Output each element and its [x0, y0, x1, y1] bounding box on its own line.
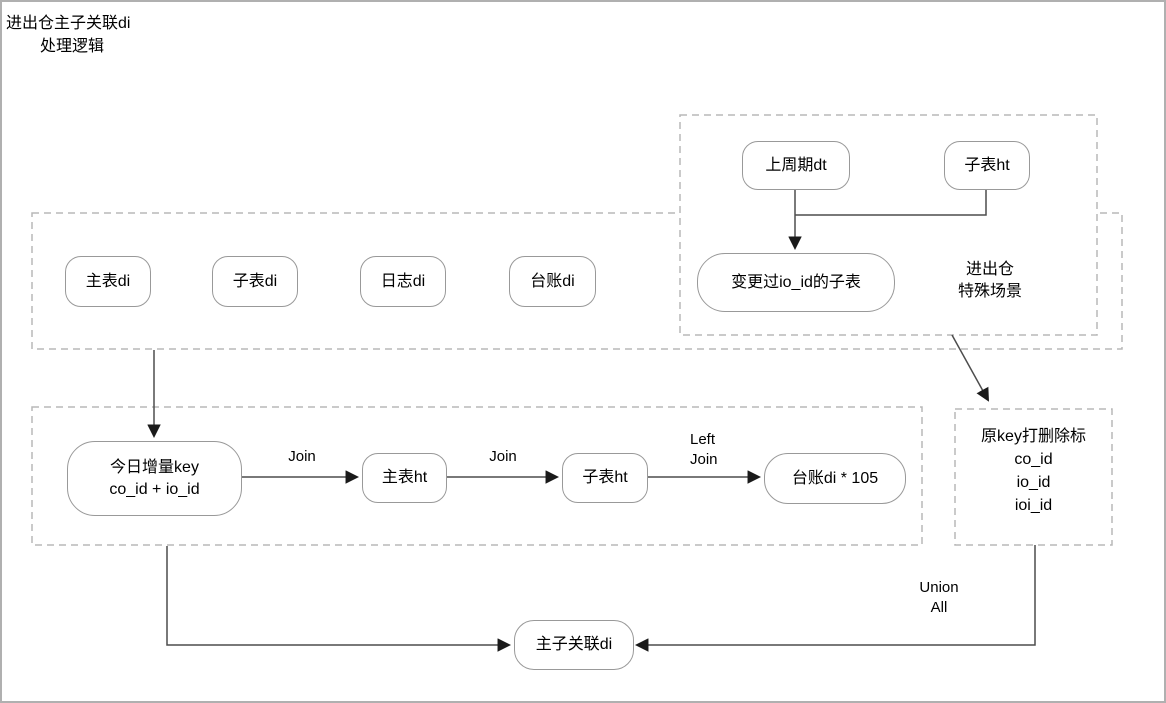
delete-mark-group-box: [954, 408, 1113, 546]
node-child-table-di: 子表di: [212, 256, 298, 307]
edge-label-left-join: Left Join: [690, 431, 718, 469]
node-log-di: 日志di: [360, 256, 446, 307]
node-ledger-di: 台账di: [509, 256, 596, 307]
edge-specialscene-to-deletemark: [951, 334, 989, 402]
node-ledger-di-105: 台账di * 105: [764, 453, 906, 504]
diagram-title-line1: 进出仓主子关联di: [6, 15, 131, 32]
edge-label-join-2: Join: [489, 448, 517, 465]
edge-deletemark-to-result: [634, 545, 1036, 652]
node-result-di: 主子关联di: [514, 620, 634, 670]
node-changed-io-id-child: 变更过io_id的子表: [697, 253, 895, 312]
node-child-table-ht: 子表ht: [562, 453, 648, 503]
special-scene-label: 进出仓 特殊场景: [957, 261, 1022, 300]
join-flow-group-box: [31, 406, 923, 546]
node-main-table-di: 主表di: [65, 256, 151, 307]
edge-flow-to-result: [166, 546, 512, 652]
edge-childht-merge: [795, 188, 987, 216]
node-today-incr-key: 今日增量key co_id + io_id: [67, 441, 242, 516]
diagram-title-line2: 处理逻辑: [40, 38, 105, 55]
delete-mark-text: 原key打删除标 co_id io_id ioi_id: [981, 428, 1086, 514]
node-child-table-ht-top: 子表ht: [944, 141, 1030, 190]
edge-label-join-1: Join: [288, 448, 316, 465]
node-main-table-ht: 主表ht: [362, 453, 447, 503]
source-tables-group-box: [31, 212, 1123, 350]
node-last-cycle-dt: 上周期dt: [742, 141, 850, 190]
edge-label-union-all: Union All: [919, 579, 959, 617]
